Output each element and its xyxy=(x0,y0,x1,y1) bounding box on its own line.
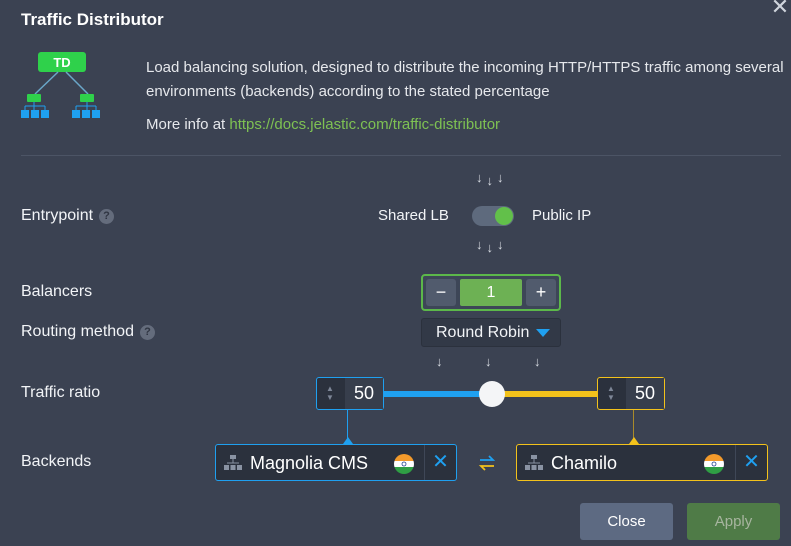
arrow-down-icon: ↓ xyxy=(436,354,443,369)
arrow-down-icon: ↓ xyxy=(534,354,541,369)
india-flag-icon xyxy=(704,454,724,474)
routing-method-select[interactable]: Round Robin xyxy=(421,318,561,347)
left-ratio-input[interactable]: ▲▼ 50 xyxy=(316,377,384,410)
description: Load balancing solution, designed to dis… xyxy=(146,59,784,100)
slider-track-right[interactable] xyxy=(492,391,597,397)
public-ip-option[interactable]: Public IP xyxy=(532,207,592,224)
balancers-label: Balancers xyxy=(21,283,93,300)
routing-method-value: Round Robin xyxy=(436,324,530,341)
spinner-icon[interactable]: ▲▼ xyxy=(326,384,334,402)
increment-button[interactable]: + xyxy=(526,279,556,306)
left-ratio-value: 50 xyxy=(345,378,383,409)
right-connector xyxy=(633,410,634,442)
balancers-stepper: − 1 + xyxy=(421,274,561,311)
slider-track-left[interactable] xyxy=(384,391,492,397)
help-icon[interactable]: ? xyxy=(139,325,155,340)
close-icon[interactable]: ✕ xyxy=(770,0,790,19)
remove-icon[interactable]: ✕ xyxy=(735,445,767,480)
spinner-icon[interactable]: ▲▼ xyxy=(607,384,615,402)
left-connector-tip xyxy=(343,437,353,444)
logo-text: TD xyxy=(53,55,70,70)
toggle-knob xyxy=(495,207,513,225)
decrement-button[interactable]: − xyxy=(426,279,456,306)
right-connector-tip xyxy=(629,437,639,444)
arrow-down-icon: ↓↓↓ xyxy=(476,170,508,188)
right-ratio-input[interactable]: ▲▼ 50 xyxy=(597,377,665,410)
entrypoint-label: Entrypoint? xyxy=(21,207,115,225)
entrypoint-toggle[interactable] xyxy=(472,206,514,226)
shared-lb-option[interactable]: Shared LB xyxy=(378,207,449,224)
backend-left-name: Magnolia CMS xyxy=(250,453,369,473)
backend-right-name: Chamilo xyxy=(551,453,618,473)
docs-link[interactable]: https://docs.jelastic.com/traffic-distri… xyxy=(229,116,501,133)
caret-down-icon xyxy=(536,329,550,337)
backend-right[interactable]: Chamilo ✕ xyxy=(516,444,768,481)
traffic-ratio-label: Traffic ratio xyxy=(21,384,101,401)
more-info-prefix: More info at xyxy=(146,116,230,133)
environment-icon xyxy=(525,455,543,470)
ratio-slider-thumb[interactable] xyxy=(479,381,505,407)
balancers-value[interactable]: 1 xyxy=(460,279,522,306)
environment-icon xyxy=(224,455,242,470)
help-icon[interactable]: ? xyxy=(99,209,115,224)
arrow-down-icon: ↓ xyxy=(485,354,492,369)
divider xyxy=(21,155,781,156)
close-button[interactable]: Close xyxy=(580,503,673,540)
remove-icon[interactable]: ✕ xyxy=(424,445,456,480)
arrow-down-icon: ↓↓↓ xyxy=(476,237,508,255)
td-logo-icon: TD xyxy=(21,52,100,118)
right-ratio-value: 50 xyxy=(626,378,664,409)
india-flag-icon xyxy=(394,454,414,474)
left-connector xyxy=(347,410,348,442)
more-info: More info at https://docs.jelastic.com/t… xyxy=(146,116,500,133)
backends-label: Backends xyxy=(21,453,92,470)
swap-icon[interactable] xyxy=(477,453,497,473)
routing-method-label: Routing method? xyxy=(21,323,155,341)
apply-button[interactable]: Apply xyxy=(687,503,780,540)
backend-left[interactable]: Magnolia CMS ✕ xyxy=(215,444,457,481)
dialog-title: Traffic Distributor xyxy=(21,10,164,29)
